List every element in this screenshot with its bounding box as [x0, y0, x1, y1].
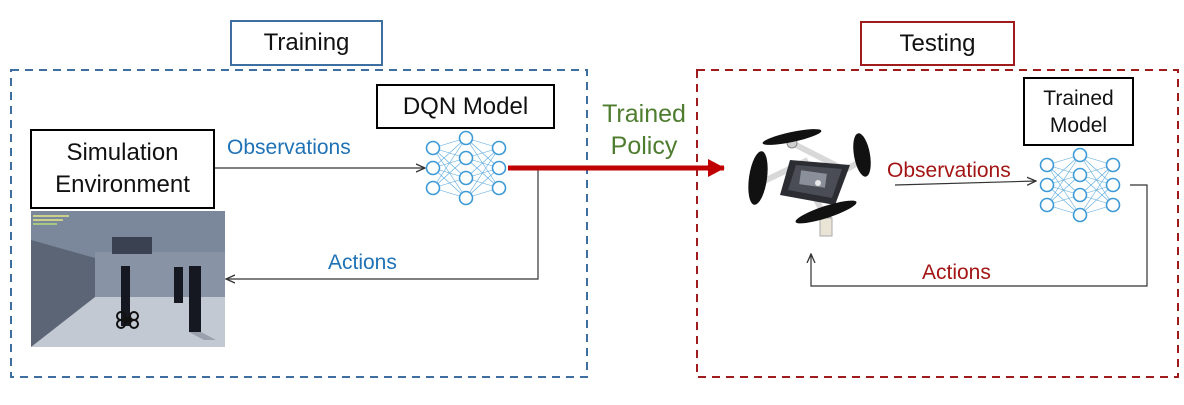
testing-title: Testing [860, 21, 1015, 66]
training-title-text: Training [263, 29, 350, 56]
training-title: Training [230, 20, 383, 66]
trained-model-label: Trained Model [1043, 86, 1114, 137]
quadcopter-drone-icon [748, 129, 871, 237]
trained-network-icon [1039, 147, 1121, 223]
dqn-network-icon [425, 130, 507, 206]
trained-model-box: Trained Model [1023, 77, 1134, 146]
testing-region [696, 69, 1179, 378]
dqn-model-box: DQN Model [376, 84, 555, 129]
testing-actions-label: Actions [922, 261, 991, 284]
training-actions-label: Actions [328, 251, 397, 274]
simulation-environment-label: Simulation Environment [55, 139, 190, 198]
dqn-model-label: DQN Model [402, 92, 529, 120]
testing-actions-arrow [811, 184, 1148, 287]
training-region [10, 69, 588, 378]
testing-observations-label: Observations [887, 159, 1011, 182]
simulation-environment-box: Simulation Environment [30, 129, 215, 209]
trained-policy-label: Trained Policy [602, 100, 686, 160]
testing-title-text: Testing [899, 29, 976, 57]
testing-observations-arrow [894, 181, 1036, 185]
simulation-screenshot-icon [31, 211, 225, 347]
training-observations-label: Observations [227, 136, 351, 159]
